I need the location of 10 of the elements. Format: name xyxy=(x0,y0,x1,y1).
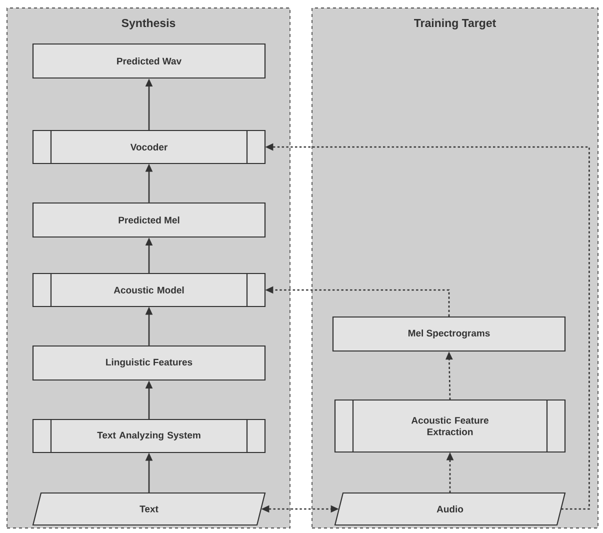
process-box: Linguistic Features xyxy=(32,345,266,381)
subprocess-box: Text Analyzing System xyxy=(32,418,266,454)
subprocess-box: Acoustic Model xyxy=(32,272,266,308)
io-parallelogram: Audio xyxy=(334,492,566,526)
process-box: Mel Spectrograms xyxy=(332,316,566,352)
io-parallelogram: Text xyxy=(32,492,266,526)
process-box: Predicted Mel xyxy=(32,202,266,238)
process-box: Predicted Wav xyxy=(32,43,266,79)
subprocess-box: Vocoder xyxy=(32,130,266,164)
subprocess-box: Acoustic Feature Extraction xyxy=(334,399,566,453)
